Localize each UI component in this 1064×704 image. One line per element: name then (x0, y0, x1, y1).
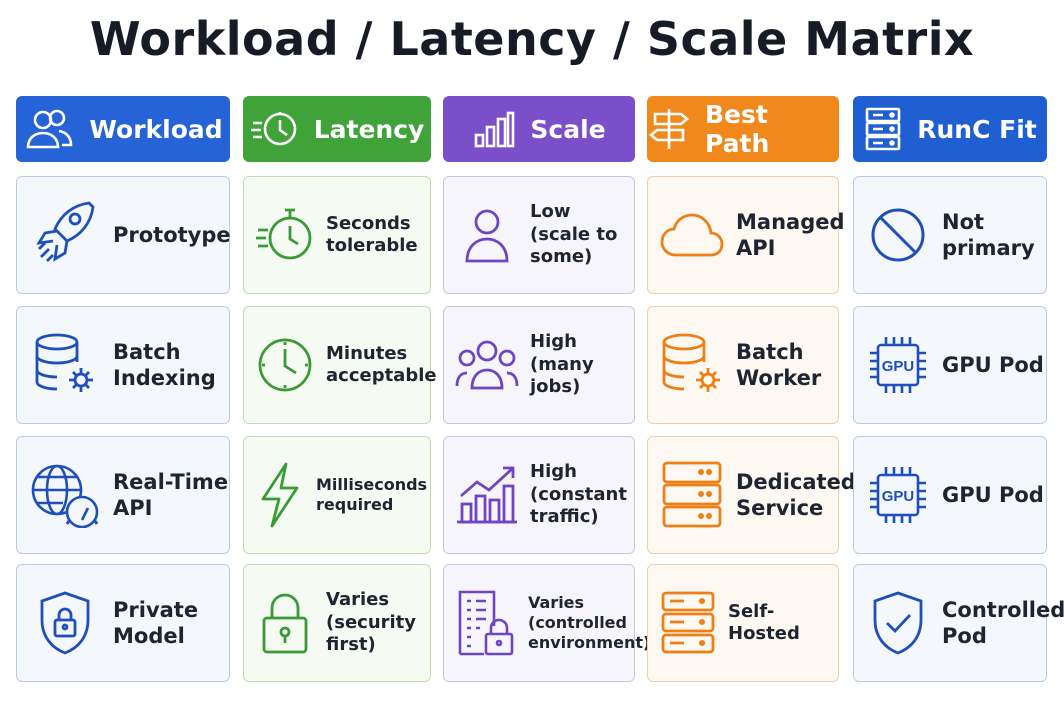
header-best-path: Best Path (647, 96, 839, 162)
cell-text: Dedicated Service (736, 469, 856, 520)
cell-text: Managed API (736, 209, 845, 260)
cell-latency-varies: Varies (security first) (243, 564, 431, 682)
cell-text: Minutes acceptable (326, 342, 437, 387)
chip-label: GPU (882, 488, 915, 505)
shield-lock-icon (40, 591, 90, 655)
cell-text: GPU Pod (942, 352, 1044, 377)
cell-best-path-self-hosted: Self-Hosted (647, 564, 839, 682)
server-stack-icon (661, 591, 715, 654)
cell-latency-seconds: Seconds tolerable (243, 176, 431, 294)
stopwatch-icon (256, 208, 312, 260)
gpu-chip-icon: GPU (870, 337, 926, 393)
cell-scale-high-jobs: High (many jobs) (443, 306, 635, 424)
lightning-icon (261, 462, 299, 528)
cell-scale-high-traffic: High (constant traffic) (443, 436, 635, 554)
header-workload: Workload (16, 96, 230, 162)
cell-runc-gpu-pod-2: GPU GPU Pod (853, 436, 1047, 554)
header-label: Workload (89, 114, 223, 144)
server-rack-icon (865, 107, 901, 151)
group-icon (455, 340, 519, 390)
padlock-icon (262, 593, 308, 654)
header-latency: Latency (243, 96, 431, 162)
database-gear-icon (662, 333, 720, 392)
cell-text: Varies (security first) (326, 589, 417, 656)
person-icon (465, 209, 509, 263)
cell-workload-real-time-api: Real-Time API (16, 436, 230, 554)
cell-runc-not-primary: Not primary (853, 176, 1047, 294)
header-scale: Scale (443, 96, 635, 162)
cell-workload-prototype: Prototype (16, 176, 231, 294)
cell-text: Milliseconds required (316, 475, 428, 514)
cell-scale-varies: Varies (controlled environment) (443, 564, 650, 682)
header-runc-fit: RunC Fit (853, 96, 1047, 162)
cell-text: Low (scale to some) (530, 201, 618, 268)
cell-text: Self-Hosted (728, 600, 800, 645)
cell-workload-private-model: Private Model (16, 564, 230, 682)
cell-text: Batch Worker (736, 339, 822, 390)
cell-scale-low: Low (scale to some) (443, 176, 635, 294)
people-icon (27, 109, 73, 149)
server-icon (662, 461, 722, 528)
cell-text: Not primary (942, 209, 1035, 260)
cell-runc-gpu-pod-1: GPU GPU Pod (853, 306, 1047, 424)
cell-text: High (many jobs) (530, 331, 594, 398)
header-label: RunC Fit (917, 114, 1037, 144)
cloud-icon (660, 213, 724, 257)
header-label: Latency (313, 114, 425, 144)
cell-text: Private Model (113, 597, 199, 648)
globe-gauge-icon (31, 464, 99, 528)
cell-text: Varies (controlled environment) (528, 593, 651, 652)
signpost-icon (648, 109, 690, 149)
cell-runc-controlled-pod: Controlled Pod (853, 564, 1064, 682)
cell-latency-minutes: Minutes acceptable (243, 306, 437, 424)
bar-chart-icon (475, 111, 515, 148)
cell-text: Batch Indexing (113, 339, 216, 390)
fast-clock-icon (250, 112, 296, 146)
chip-label: GPU (882, 358, 915, 375)
page-title: Workload / Latency / Scale Matrix (89, 12, 975, 66)
database-gear-icon (35, 333, 93, 392)
building-lock-icon (458, 590, 514, 656)
cell-text: Controlled Pod (942, 597, 1064, 648)
cell-text: GPU Pod (942, 482, 1044, 507)
cell-best-path-dedicated: Dedicated Service (647, 436, 856, 554)
cell-latency-milliseconds: Milliseconds required (243, 436, 431, 554)
gpu-chip-icon: GPU (870, 467, 926, 523)
cell-best-path-managed: Managed API (647, 176, 845, 294)
cell-text: High (constant traffic) (530, 461, 627, 528)
prohibited-icon (871, 208, 925, 262)
header-label: Best Path (705, 100, 770, 158)
cell-best-path-batch-worker: Batch Worker (647, 306, 839, 424)
header-label: Scale (530, 114, 606, 144)
cell-text: Seconds tolerable (326, 212, 418, 257)
rocket-icon (36, 201, 95, 262)
cell-text: Prototype (113, 222, 231, 247)
shield-check-icon (873, 591, 923, 655)
growth-chart-icon (457, 466, 517, 524)
cell-workload-batch-indexing: Batch Indexing (16, 306, 230, 424)
clock-icon (258, 338, 312, 392)
cell-text: Real-Time API (113, 469, 229, 520)
